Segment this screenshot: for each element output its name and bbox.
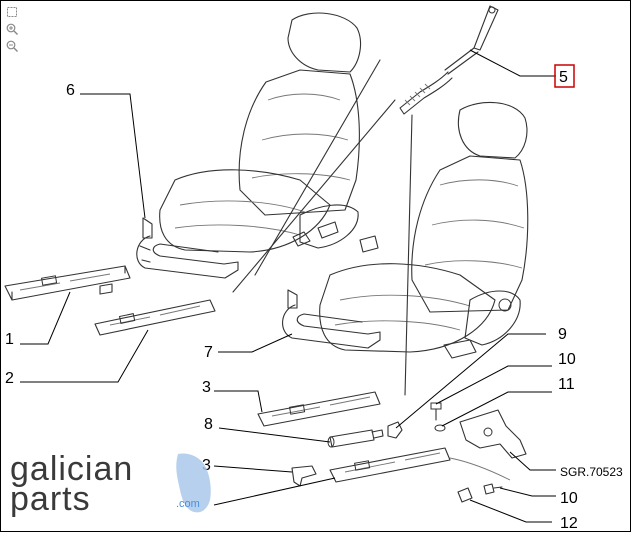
highlight-box-5 bbox=[554, 64, 575, 88]
bolt-10a bbox=[430, 402, 442, 421]
galicianparts-logo-map bbox=[176, 453, 211, 513]
cylinder-8 bbox=[327, 429, 384, 448]
logo-line1: galician bbox=[10, 450, 134, 488]
front-seat-drawing bbox=[159, 12, 396, 293]
rail-3 bbox=[257, 391, 381, 427]
seat-frame-7 bbox=[282, 289, 381, 349]
callout-2[interactable]: 2 bbox=[5, 370, 14, 387]
callout-7[interactable]: 7 bbox=[204, 344, 213, 361]
callout-8[interactable]: 8 bbox=[204, 416, 213, 433]
callout-3-lower[interactable]: 3 bbox=[202, 457, 211, 474]
callout-1[interactable]: 1 bbox=[5, 331, 14, 348]
bracket bbox=[459, 409, 527, 459]
callout-9[interactable]: 9 bbox=[558, 326, 567, 343]
logo-line2: parts bbox=[10, 480, 91, 518]
zoom-out-icon[interactable] bbox=[6, 40, 18, 52]
diagram-code: SGR.70523 bbox=[560, 465, 623, 479]
callout-6[interactable]: 6 bbox=[66, 82, 75, 99]
cable-lever-drawing bbox=[399, 5, 499, 115]
nut-12 bbox=[457, 487, 473, 503]
leader-lines bbox=[20, 49, 556, 523]
seat-frame-6 bbox=[136, 217, 239, 279]
callout-10-lower[interactable]: 10 bbox=[560, 490, 578, 507]
callout-3-upper[interactable]: 3 bbox=[202, 379, 211, 396]
callout-11[interactable]: 11 bbox=[558, 376, 575, 393]
cap-9 bbox=[387, 421, 403, 439]
clip-13 bbox=[291, 465, 317, 487]
rail-bottom bbox=[329, 447, 511, 483]
rear-seat-drawing bbox=[319, 101, 529, 396]
callout-12[interactable]: 12 bbox=[560, 515, 578, 532]
logo-suffix: .com bbox=[176, 498, 200, 510]
zoom-in-icon[interactable] bbox=[6, 23, 18, 35]
washer-11 bbox=[434, 424, 446, 432]
bolt-10b bbox=[483, 483, 503, 495]
fit-page-icon[interactable] bbox=[6, 6, 18, 18]
rail-2 bbox=[94, 299, 216, 336]
callout-5[interactable]: 5 bbox=[559, 69, 568, 86]
rail-1 bbox=[4, 265, 131, 301]
callout-10-upper[interactable]: 10 bbox=[558, 351, 576, 368]
